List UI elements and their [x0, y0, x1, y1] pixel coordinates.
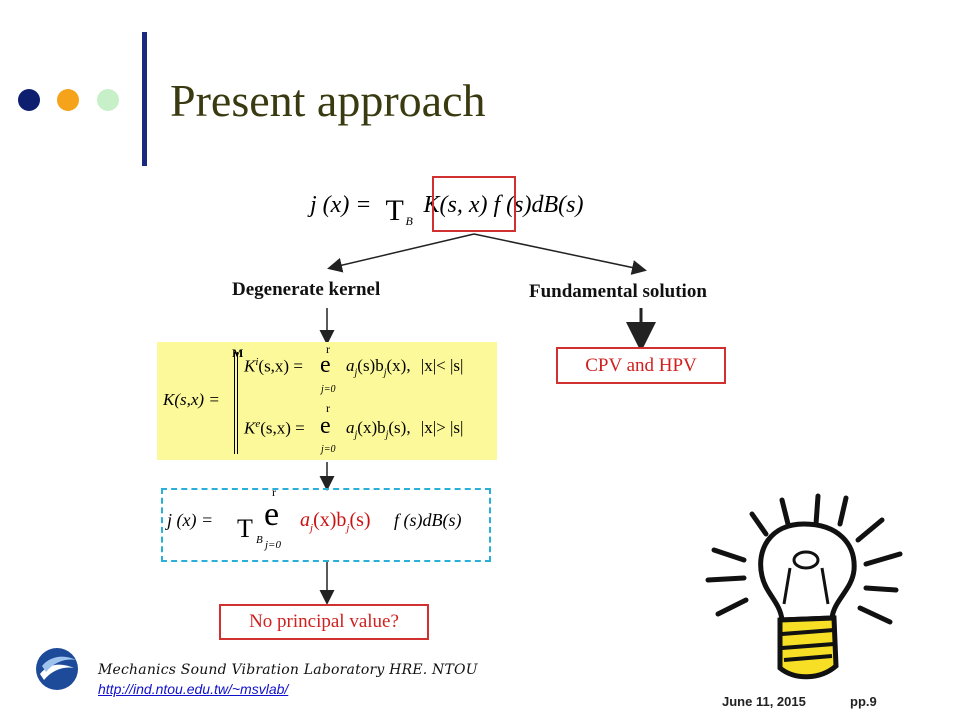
header-dot-navy — [18, 89, 40, 111]
main-eq-kernel: K(s, x) — [423, 192, 488, 218]
row2-condition: |x|> |s| — [420, 418, 464, 437]
row1-sum-top: r — [326, 342, 330, 356]
main-eq-lhs: j (x) = — [310, 192, 372, 218]
series-eq-lhs: j (x) = — [167, 510, 214, 530]
series-eq-term: aj(x)bj(s) — [300, 509, 371, 534]
kernel-brace-top: M — [232, 346, 244, 360]
series-term-a-sub: j — [310, 522, 314, 534]
row2-sum-top: r — [326, 401, 330, 415]
header-dot-orange — [57, 89, 79, 111]
footer-date: June 11, 2015 — [722, 694, 806, 709]
series-term-b-sub: j — [346, 522, 350, 534]
arrow-to-degenerate — [327, 233, 475, 273]
series-eq-integral: T — [237, 514, 253, 543]
lightbulb-icon — [705, 493, 903, 680]
arrow-to-fundamental — [473, 233, 647, 275]
row2-args: (s,x) = — [260, 418, 305, 438]
row2-term-b-sub: j — [385, 429, 389, 441]
fundamental-solution-label: Fundamental solution — [529, 281, 707, 302]
slide-title: Present approach — [170, 75, 486, 126]
series-eq-rest: f (s)dB(s) — [394, 510, 462, 530]
kernel-row-2: Ke(s,x) = — [244, 418, 305, 439]
footer-page-number: pp.9 — [850, 694, 877, 709]
main-eq-rest: f (s)dB(s) — [493, 192, 584, 218]
kernel-brace — [234, 352, 238, 454]
kernel-expansion-box — [157, 342, 497, 460]
row2-term-mid: (x)b — [357, 418, 386, 437]
main-equation: j (x) = T B K(s, x) f (s)dB(s) — [310, 186, 584, 228]
row1-term-end: (x), — [386, 356, 411, 375]
row2-term-end: (s), — [388, 418, 411, 437]
kernel-expansion-lhs: K(s,x) = — [163, 390, 220, 409]
row2-term-a: a — [346, 418, 355, 437]
series-term-end: (s) — [349, 509, 371, 531]
row1-term-mid: (s)b — [357, 356, 384, 375]
series-eq-integral-sub: B — [256, 534, 263, 546]
row1-kernel: K — [244, 356, 256, 376]
series-term-mid: (x)b — [313, 509, 347, 531]
main-eq-integral-sub: B — [405, 214, 413, 228]
series-equation-box — [161, 488, 491, 562]
no-principal-value-box: No principal value? — [219, 604, 429, 640]
row1-sum-bottom: j=0 — [321, 384, 336, 395]
row2-kernel: K — [244, 418, 256, 438]
footer-url-link[interactable]: http://ind.ntou.edu.tw/~msvlab/ — [98, 681, 289, 697]
row2-term-a-sub: j — [354, 429, 358, 441]
row2-term: aj(x)bj(s), |x|> |s| — [346, 418, 463, 440]
row2-sum-bottom: j=0 — [321, 444, 336, 455]
cpv-hpv-box: CPV and HPV — [556, 347, 726, 384]
row1-args: (s,x) = — [258, 356, 303, 376]
row1-kernel-sup: i — [255, 356, 259, 368]
row2-sum: e — [320, 413, 331, 439]
row1-condition: |x|< |s| — [420, 356, 464, 375]
series-eq-sum: e — [264, 496, 280, 533]
kernel-highlight-box — [432, 176, 516, 232]
row2-kernel-sup: e — [255, 418, 261, 430]
main-eq-integral: T — [385, 194, 404, 227]
row1-term: aj(s)bj(x), |x|< |s| — [346, 356, 463, 378]
lab-logo-icon — [36, 648, 78, 690]
title-divider-bar — [142, 32, 147, 166]
kernel-row-1: Ki(s,x) = — [244, 356, 303, 377]
degenerate-kernel-label: Degenerate kernel — [232, 279, 381, 300]
series-eq-sum-bottom: j=0 — [265, 539, 281, 551]
row1-term-a: a — [346, 356, 355, 375]
series-eq-sum-top: r — [272, 485, 276, 499]
series-term-a: a — [300, 509, 310, 531]
row1-term-b-sub: j — [383, 367, 387, 379]
header-dot-mint — [97, 89, 119, 111]
footer-lab-name: Mechanics Sound Vibration Laboratory HRE… — [98, 662, 478, 678]
row1-term-a-sub: j — [354, 367, 358, 379]
row1-sum: e — [320, 352, 331, 378]
